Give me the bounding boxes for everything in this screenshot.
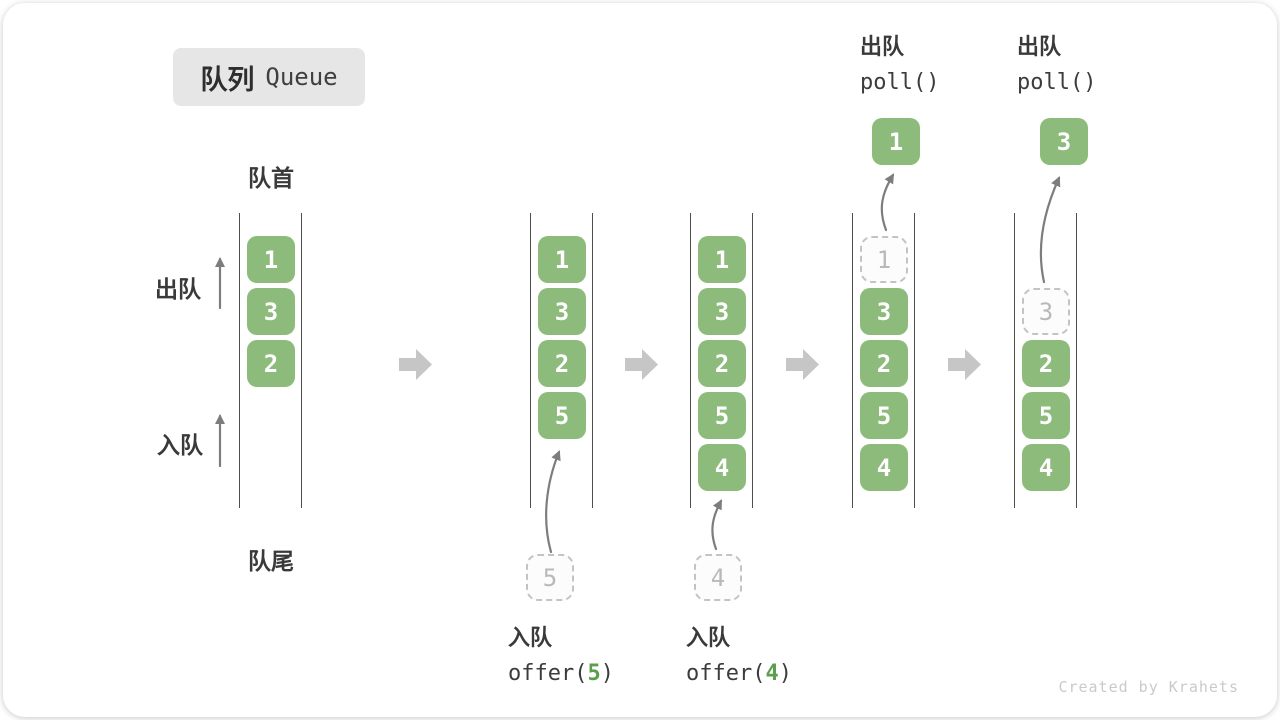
queue-item-box: 3: [538, 288, 586, 335]
label-dequeue-side: 出队: [155, 276, 201, 302]
op-code-arg: 4: [765, 661, 779, 686]
pending-item-box: 5: [526, 554, 574, 601]
op-code-pre: poll(): [860, 70, 940, 95]
op-label-zh: 入队: [686, 625, 731, 650]
op-code-pre: offer(: [508, 661, 588, 686]
title-badge: 队列 Queue: [173, 48, 365, 106]
enqueue-curved-arrow-icon: [711, 499, 723, 551]
label-queue-rear: 队尾: [248, 548, 294, 574]
polled-item-box: 3: [1040, 118, 1088, 165]
label-enqueue-side: 入队: [157, 432, 203, 458]
queue-walls: [852, 213, 915, 508]
op-label-dequeue: 出队 poll(): [1017, 30, 1096, 101]
op-label-code: offer(4): [686, 655, 792, 692]
queue-walls: [530, 213, 593, 508]
queue-item-box: 3: [860, 288, 908, 335]
queue-walls: [690, 213, 753, 508]
queue-item-box: 2: [247, 340, 295, 387]
dequeue-curved-arrow-icon: [880, 173, 895, 232]
op-label-enqueue: 入队 offer(5): [508, 621, 614, 692]
op-label-code: poll(): [1017, 64, 1096, 101]
queue-item-box: 5: [1022, 392, 1070, 439]
dequeue-curved-arrow-icon: [1039, 176, 1061, 284]
flow-arrow-icon: [948, 349, 981, 380]
queue-walls: [1014, 213, 1077, 508]
polled-item-box: 1: [872, 118, 920, 165]
queue-item-box: 2: [1022, 340, 1070, 387]
queue-walls: [239, 213, 302, 508]
queue-item-box: 3: [247, 288, 295, 335]
queue-item-box: 4: [1022, 444, 1070, 491]
op-label-code: offer(5): [508, 655, 614, 692]
label-queue-front: 队首: [248, 165, 294, 191]
queue-item-box: 5: [538, 392, 586, 439]
flow-arrow-icon: [399, 349, 432, 380]
queue-item-box: 5: [860, 392, 908, 439]
removed-item-ghost-box: 3: [1022, 288, 1070, 335]
queue-item-box: 1: [538, 236, 586, 283]
op-label-zh: 出队: [860, 34, 905, 59]
enqueue-curved-arrow-icon: [545, 450, 561, 554]
queue-item-box: 1: [247, 236, 295, 283]
queue-item-box: 4: [698, 444, 746, 491]
queue-item-box: 4: [860, 444, 908, 491]
queue-item-box: 1: [698, 236, 746, 283]
queue-item-box: 5: [698, 392, 746, 439]
removed-item-ghost-box: 1: [860, 236, 908, 283]
arrows-overlay: [215, 173, 1061, 554]
title-zh: 队列: [200, 64, 255, 95]
queue-item-box: 2: [538, 340, 586, 387]
queue-item-box: 3: [698, 288, 746, 335]
queue-item-box: 2: [698, 340, 746, 387]
flow-arrow-icon: [625, 349, 658, 380]
flow-arrow-icon: [786, 349, 819, 380]
op-code-pre: poll(): [1017, 70, 1097, 95]
op-label-zh: 出队: [1017, 34, 1062, 59]
watermark: Created by Krahets: [1058, 678, 1239, 696]
op-label-dequeue: 出队 poll(): [860, 30, 939, 101]
op-code-post: ): [778, 661, 792, 686]
op-code-arg: 5: [587, 661, 601, 686]
queue-item-box: 2: [860, 340, 908, 387]
op-code-post: ): [600, 661, 614, 686]
op-code-pre: offer(: [686, 661, 766, 686]
op-label-code: poll(): [860, 64, 939, 101]
pending-item-box: 4: [694, 554, 742, 601]
op-label-zh: 入队: [508, 625, 553, 650]
title-en: Queue: [265, 63, 338, 91]
op-label-enqueue: 入队 offer(4): [686, 621, 792, 692]
